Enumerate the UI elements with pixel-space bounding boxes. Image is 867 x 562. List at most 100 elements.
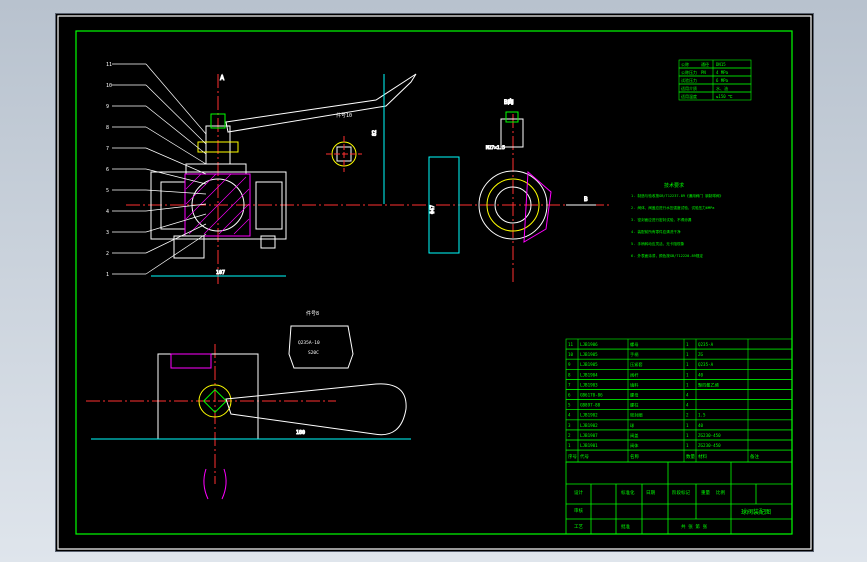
tech-requirement-item: 4. 装配前所有零件应清洗干净 <box>631 229 681 234</box>
tb-label-stage: 阶段标记 <box>672 489 690 496</box>
leader-pointer <box>145 203 207 212</box>
bom-cell: ZG230-450 <box>698 443 721 448</box>
tech-requirements: 技术要求 1. 制造与验收按GB/T12237-89《通用阀门 钢制球阀》2. … <box>631 182 723 258</box>
bom-cell: 1 <box>686 382 689 387</box>
spec-row <box>678 91 752 101</box>
leader-label: 9 <box>106 104 109 110</box>
tech-requirement-item: 2. 阀体、阀盖应进行水压强度试验，试验压力6MPa <box>631 205 714 210</box>
bom-cell: LJB1902 <box>580 423 598 428</box>
bom-cell: 11 <box>568 342 574 347</box>
bom-row <box>565 429 793 441</box>
bom-cell: 1 <box>686 362 689 367</box>
side-view-title: B向 <box>504 98 514 106</box>
plate-text-2: S20C <box>308 350 319 356</box>
spec-value: ≤150 ℃ <box>716 94 733 99</box>
front-section-view: 107 82 A <box>126 74 426 284</box>
title-block: 设计 审核 工艺 标准化 批准 日期 阶段标记 重量 比例 共 张 第 张 球阀… <box>565 461 793 535</box>
bom-cell: 螺母 <box>630 392 638 399</box>
handle-detail-title: 件号10 <box>336 112 352 119</box>
bom-cell: 阀盖 <box>630 432 638 439</box>
tech-requirements-title: 技术要求 <box>664 182 684 189</box>
tech-requirement-item: 5. 手柄转动应灵活，无卡阻现象 <box>631 241 685 246</box>
plate-text-1: Q235A-10 <box>298 340 320 346</box>
top-bottom-flange <box>203 468 227 500</box>
leader-pointer <box>145 168 207 185</box>
top-handle <box>225 383 407 436</box>
bom-cell: 3 <box>568 423 571 428</box>
bom-row <box>565 419 793 431</box>
bom-row <box>565 358 793 370</box>
spec-name: 试验压力 <box>681 77 697 83</box>
bom-cell: LJB1901 <box>580 443 598 448</box>
sheet-border <box>57 15 812 550</box>
side-bore <box>494 186 532 224</box>
bom-cell: 1 <box>686 372 689 377</box>
tb-label-weight: 重量 <box>701 489 710 496</box>
bom-cell: LJB1904 <box>580 372 598 377</box>
bom-cell: 球 <box>630 422 635 428</box>
tb-label-design: 设计 <box>574 489 583 496</box>
bom-header-cell: 数量 <box>686 453 695 460</box>
tb-label-scale: 比例 <box>716 489 725 496</box>
bom-cell: LJB1902 <box>580 413 598 418</box>
tb-label-standard: 标准化 <box>621 489 635 496</box>
bom-cell: 4 <box>686 393 689 398</box>
spec-sub: PN <box>701 70 706 75</box>
leader-pointer <box>145 126 207 165</box>
leader-label: 11 <box>106 62 112 68</box>
bom-row <box>565 368 793 380</box>
bom-row <box>565 338 793 350</box>
spec-value: 4 MPa <box>716 70 729 75</box>
bom-cell: Q235-A <box>698 342 714 347</box>
spec-value: 水、油 <box>716 85 728 91</box>
spec-value: 6 MPa <box>716 78 729 83</box>
plate-detail-title: 件号8 <box>306 310 319 317</box>
tb-label-date: 日期 <box>646 490 655 496</box>
bom-cell: 1 <box>686 443 689 448</box>
stem-housing <box>205 125 231 165</box>
tb-label-sheets: 共 张 第 张 <box>681 523 708 530</box>
tb-label-check: 审核 <box>574 507 583 514</box>
bom-cell: 10 <box>568 352 574 357</box>
tech-requirement-item: 6. 外表面涂漆，颜色按GB/T12220-89规定 <box>631 253 703 258</box>
bom-cell: 6 <box>568 393 571 398</box>
side-hatch-flange <box>523 170 552 243</box>
stem-top <box>210 113 226 129</box>
dim-handle-length: 180 <box>296 430 305 436</box>
bom-cell: 5 <box>568 403 571 408</box>
body-hatch-region <box>184 173 251 237</box>
leader-label: 8 <box>106 125 109 131</box>
leader-label: 2 <box>106 251 109 257</box>
spec-name: 适用温度 <box>681 93 697 99</box>
side-outer-ring <box>478 170 548 240</box>
leader-label: 1 <box>106 272 109 278</box>
bom-header-cell: 序号 <box>568 453 577 460</box>
spec-value: DN15 <box>716 62 726 67</box>
bom-cell: 1 <box>686 423 689 428</box>
valve-body-outline <box>150 171 287 240</box>
bom-cell: 密封圈 <box>630 412 643 419</box>
side-view: B向 Φ47 M27×1.5 B <box>428 98 611 284</box>
bom-cell: 1.5 <box>698 413 706 418</box>
leader-pointer <box>145 189 207 195</box>
bom-cell: GB6170-86 <box>580 393 603 398</box>
leader-pointer <box>145 84 207 145</box>
plate-detail-view: 件号8 Q235A-10 S20C <box>288 310 354 369</box>
dim-side-width: Φ47 <box>430 205 436 214</box>
bom-cell: 4 <box>568 413 571 418</box>
bom-cell: 填料 <box>630 381 639 388</box>
bom-cell: 螺母 <box>630 341 638 348</box>
bom-cell: 聚四氟乙烯 <box>698 381 719 388</box>
handle-detail-view: 件号10 <box>326 112 362 172</box>
spec-row <box>678 59 752 69</box>
tb-label-process: 工艺 <box>574 524 583 530</box>
bom-row <box>565 409 793 421</box>
dim-overall-length: 107 <box>216 270 225 276</box>
bom-header-cell: 材料 <box>698 453 707 460</box>
bom-cell: 阀体 <box>630 442 639 449</box>
